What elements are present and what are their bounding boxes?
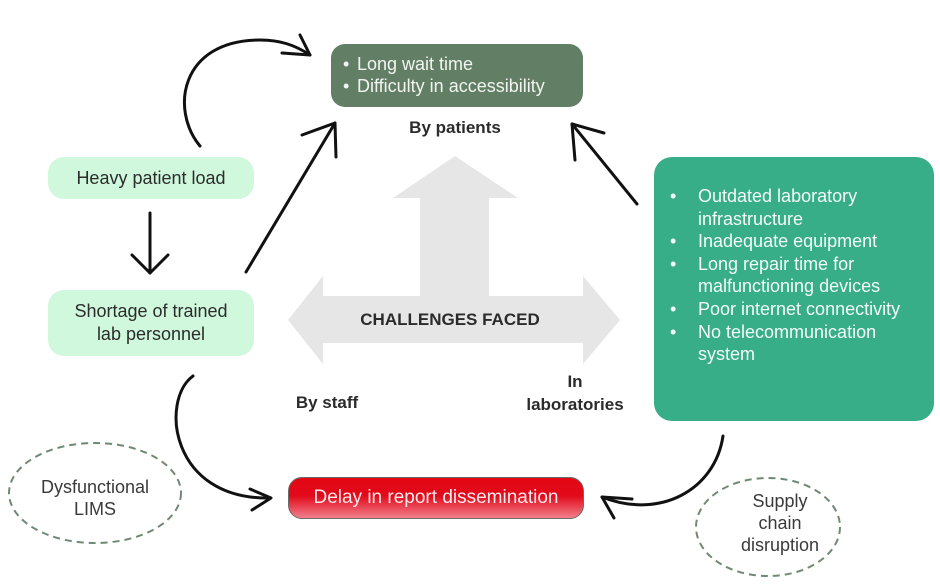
patients-item: Difficulty in accessibility: [343, 75, 583, 97]
in-laboratories-line1: In: [567, 372, 583, 391]
staff-shortage-line2: lab personnel: [96, 324, 206, 344]
in-laboratories-line2: laboratories: [526, 395, 624, 414]
supply-chain-label: Supply chain disruption: [700, 490, 860, 556]
patients-challenges-box: Long wait time Difficulty in accessibili…: [331, 44, 583, 107]
lims-ellipse: [8, 442, 182, 544]
lab-item: Outdated laboratory infrastructure: [684, 185, 934, 230]
in-laboratories-label: In laboratories: [510, 370, 640, 416]
arrow-heavy-to-patients: [182, 38, 312, 148]
staff-shortage-line1: Shortage of trained: [74, 301, 228, 321]
challenges-arrow-shape: [288, 156, 620, 364]
heavy-patient-load-text: Heavy patient load: [76, 167, 226, 188]
supply-line2: chain: [758, 513, 802, 533]
arrow-lab-to-delay: [600, 434, 725, 507]
arrowhead-shortage-to-delay: [248, 487, 273, 512]
challenges-faced-label: CHALLENGES FACED: [360, 310, 540, 329]
arrow-lab-to-patients: [570, 122, 639, 206]
delay-report-box: Delay in report dissemination: [288, 477, 584, 519]
supply-ellipse: [695, 477, 841, 577]
laboratory-challenges-box: Outdated laboratory infrastructure Inade…: [654, 157, 934, 421]
lab-item: Long repair time for malfunctioning devi…: [684, 253, 934, 298]
by-patients-label: By patients: [409, 118, 501, 137]
arrowhead-heavy-to-shortage: [130, 253, 170, 275]
arrowhead-lab-to-delay: [600, 495, 634, 520]
patients-item: Long wait time: [343, 53, 583, 75]
lims-line1: Dysfunctional: [40, 477, 150, 497]
arrowhead-heavy-to-patients: [280, 33, 312, 57]
lims-line2: LIMS: [73, 499, 116, 519]
staff-shortage-box: Shortage of trained lab personnel: [48, 290, 254, 356]
dysfunctional-lims-label: Dysfunctional LIMS: [20, 476, 170, 520]
heavy-patient-load-box: Heavy patient load: [48, 157, 254, 199]
arrow-shortage-to-patients: [244, 121, 337, 274]
lab-item: No telecommunication system: [684, 321, 934, 366]
arrowhead-shortage-to-patients: [300, 121, 338, 159]
delay-report-text: Delay in report dissemination: [313, 487, 559, 508]
lab-item: Poor internet connectivity: [684, 298, 934, 321]
supply-line3: disruption: [740, 535, 820, 555]
by-staff-label: By staff: [295, 393, 359, 412]
lab-item: Inadequate equipment: [684, 230, 934, 253]
supply-line1: Supply: [752, 491, 808, 511]
arrow-shortage-to-delay: [174, 374, 272, 500]
arrowhead-lab-to-patients: [570, 122, 606, 162]
